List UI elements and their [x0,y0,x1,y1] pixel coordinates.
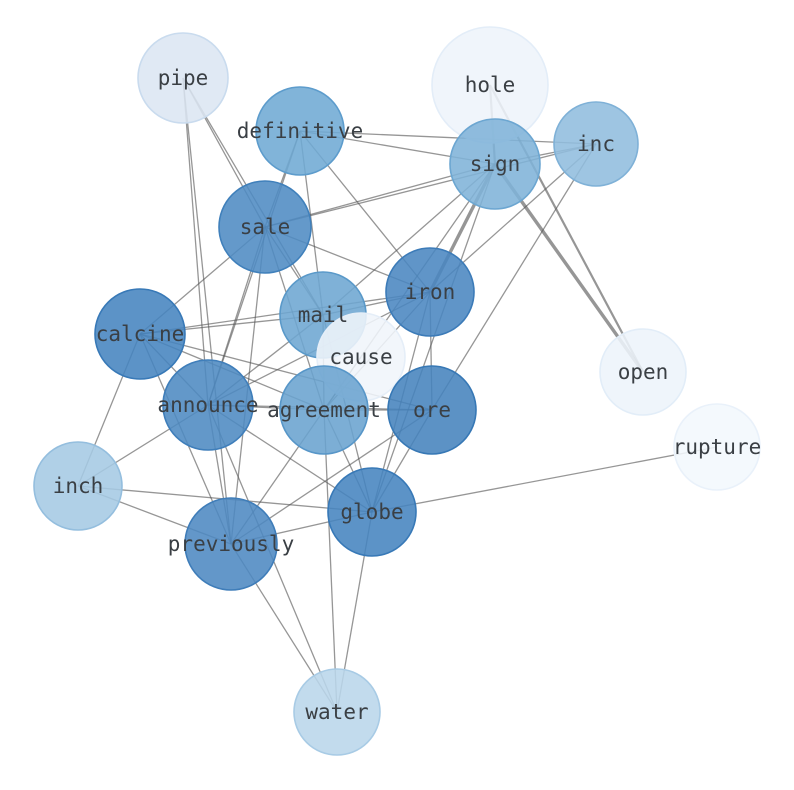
node-announce[interactable] [162,359,254,451]
edge-calcine-ore [139,333,433,411]
node-water[interactable] [293,668,381,756]
node-inch[interactable] [33,441,123,531]
node-definitive[interactable] [255,86,345,176]
node-iron[interactable] [385,247,475,337]
edge-inc-sale [264,143,597,228]
node-inc[interactable] [553,101,639,187]
node-calcine[interactable] [94,288,186,380]
node-rupture[interactable] [673,403,761,491]
edge-agreement-water [323,409,338,713]
node-sale[interactable] [218,180,312,274]
node-open[interactable] [599,328,687,416]
edge-globe-rupture [371,446,718,513]
node-agreement[interactable] [279,365,369,455]
node-sign[interactable] [449,118,541,210]
edge-sign-globe [371,163,496,513]
edge-pipe-announce [182,77,209,406]
edge-definitive-inc [299,130,597,145]
edge-pipe-previously [182,77,232,545]
node-previously[interactable] [184,497,278,591]
node-globe[interactable] [327,467,417,557]
node-pipe[interactable] [137,32,229,124]
node-ore[interactable] [387,365,477,455]
nodes-layer [33,26,761,756]
edge-inc-ore [431,143,597,411]
